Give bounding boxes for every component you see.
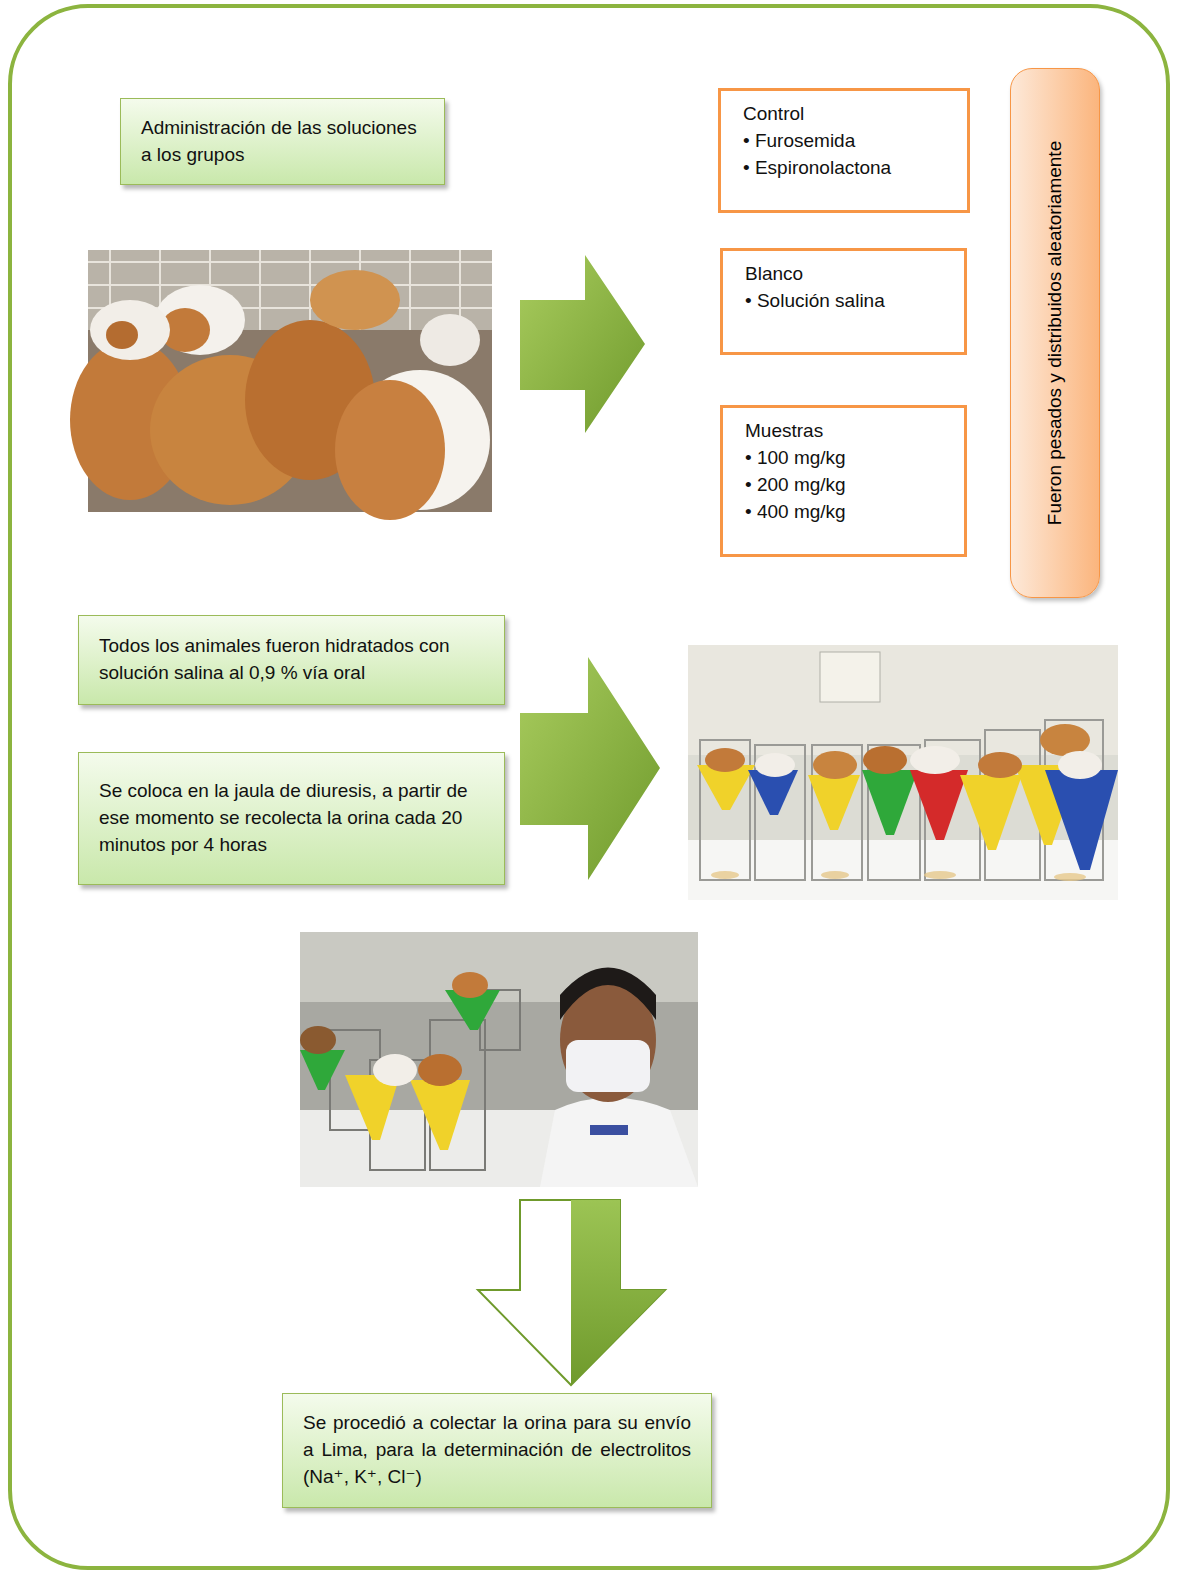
photo-diuresis-cages-part-part: [755, 745, 805, 880]
photo-diuresis-cages-part: [863, 746, 907, 774]
photo-guinea-pigs-part: [106, 321, 138, 349]
box-text: • Solución salina: [745, 288, 942, 315]
photo-researcher-part: [300, 932, 698, 1187]
block-arrow: [520, 255, 645, 433]
photo-diuresis-cages-part: [813, 751, 857, 779]
photo-researcher-part: [330, 990, 520, 1170]
photo-researcher-part: [300, 1026, 336, 1054]
box-text: • 200 mg/kg: [745, 472, 942, 499]
process-box: Administración de las soluciones a los g…: [120, 98, 445, 185]
photo-diuresis-cages-part: [1045, 770, 1118, 870]
photo-diuresis-cages-part: [960, 775, 1022, 850]
photo-researcher: [300, 932, 698, 1187]
box-text: Se coloca en la jaula de diuresis, a par…: [99, 778, 484, 859]
photo-researcher-part: [300, 1050, 345, 1090]
photo-diuresis-cages-part: [1058, 751, 1102, 779]
box-text: Se procedió a colectar la orina para su …: [303, 1410, 691, 1491]
box-heading: Blanco: [745, 261, 942, 288]
photo-diuresis-cages-part: [978, 752, 1022, 778]
photo-diuresis-cages-part: [910, 770, 968, 840]
photo-diuresis-cages-part-part: [1054, 873, 1086, 881]
photo-diuresis-cages-part-part: [711, 871, 739, 879]
photo-guinea-pigs-part: [155, 285, 245, 355]
box-text: • Furosemida: [743, 128, 945, 155]
photo-diuresis-cages-part-part: [924, 871, 956, 879]
photo-guinea-pigs-part-part: [88, 261, 492, 263]
process-box: Todos los animales fueron hidratados con…: [78, 615, 505, 705]
photo-diuresis-cages-part: [755, 753, 795, 777]
photo-guinea-pigs: [70, 250, 492, 520]
group-box: Control• Furosemida• Espironolactona: [718, 88, 970, 213]
photo-diuresis-cages-part: [688, 645, 1118, 900]
photo-researcher-part: [418, 1054, 462, 1086]
photo-diuresis-cages-part: [688, 645, 1118, 755]
group-box: Blanco• Solución salina: [720, 248, 967, 355]
photo-guinea-pigs-part-part: [88, 284, 492, 286]
down-arrow: [478, 1200, 665, 1385]
photo-researcher-part: [540, 1098, 698, 1188]
box-text: Administración de las soluciones a los g…: [141, 115, 424, 169]
box-text: • 400 mg/kg: [745, 499, 942, 526]
photo-guinea-pigs-part: [90, 300, 170, 360]
photo-researcher-part: [560, 968, 656, 1021]
process-box: Se coloca en la jaula de diuresis, a par…: [78, 752, 505, 885]
photo-diuresis-cages-part: [820, 652, 880, 702]
process-box: Se procedió a colectar la orina para su …: [282, 1393, 712, 1508]
photo-guinea-pigs-part-part: [409, 250, 411, 330]
group-box: Muestras• 100 mg/kg• 200 mg/kg• 400 mg/k…: [720, 405, 967, 557]
box-heading: Muestras: [745, 418, 942, 445]
photo-diuresis-cages-part: [711, 871, 1086, 881]
photo-diuresis-cages-part: [808, 775, 860, 830]
photo-guinea-pigs-part: [335, 380, 445, 520]
photo-researcher-part: [590, 1125, 628, 1135]
photo-diuresis-cages-part-part: [821, 871, 849, 879]
band-label: Fueron pesados y distribuidos aleatoriam…: [1044, 141, 1066, 525]
photo-researcher-part: [566, 1040, 650, 1092]
photo-diuresis-cages-part: [705, 748, 745, 772]
photo-guinea-pigs-part-part: [309, 250, 311, 330]
box-text: • 100 mg/kg: [745, 445, 942, 472]
photo-guinea-pigs-part-part: [259, 250, 261, 330]
photo-researcher-part: [410, 1080, 470, 1150]
photo-diuresis-cages: [688, 645, 1118, 900]
outer-frame: [10, 6, 1168, 1568]
box-text: • Espironolactona: [743, 155, 945, 182]
photo-researcher-part: [452, 972, 488, 998]
photo-diuresis-cages-part: [910, 746, 960, 774]
side-band: Fueron pesados y distribuidos aleatoriam…: [1010, 68, 1100, 598]
photo-diuresis-cages-part: [700, 720, 1103, 880]
box-heading: Control: [743, 101, 945, 128]
photo-guinea-pigs-part: [420, 314, 480, 366]
photo-guinea-pigs-part: [310, 270, 400, 330]
block-arrow: [520, 657, 660, 880]
photo-diuresis-cages-part: [862, 770, 918, 835]
photo-diuresis-cages-part: [688, 840, 1118, 900]
photo-researcher-part: [373, 1054, 417, 1086]
down-arrow-part: [571, 1200, 665, 1385]
box-text: Todos los animales fueron hidratados con…: [99, 633, 484, 687]
down-arrow-part: [478, 1200, 665, 1385]
